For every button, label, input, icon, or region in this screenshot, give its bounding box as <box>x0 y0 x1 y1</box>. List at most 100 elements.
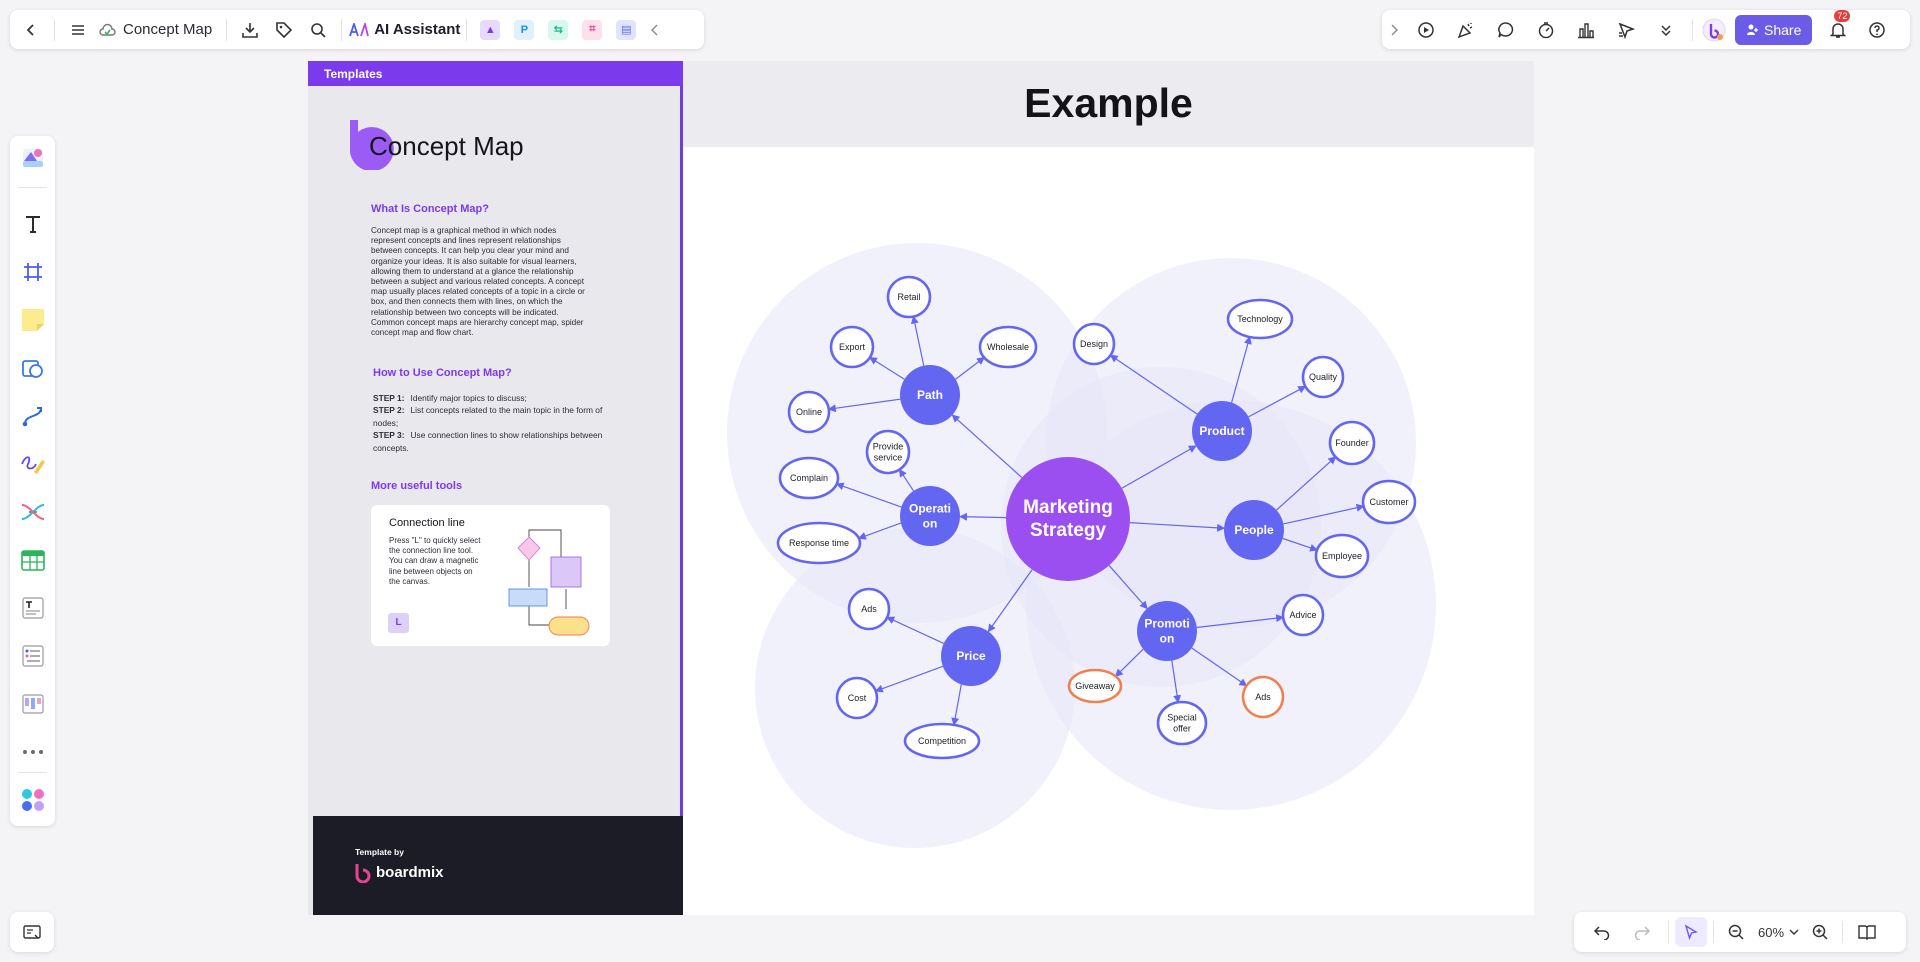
connector-product-technology[interactable] <box>1231 336 1252 403</box>
expand-chevron-icon[interactable] <box>1382 13 1406 47</box>
zoom-in-icon[interactable] <box>1804 915 1836 949</box>
download-icon[interactable] <box>233 13 267 47</box>
node-competition[interactable]: Competition <box>903 722 981 760</box>
node-complain[interactable]: Complain <box>778 456 840 500</box>
image-gen-icon[interactable]: ▲ <box>480 19 501 40</box>
node-product[interactable]: Product <box>1192 401 1252 461</box>
connector-path-retail[interactable] <box>910 315 925 366</box>
node-cost[interactable]: Cost <box>835 676 879 720</box>
pen-tool-icon[interactable] <box>17 448 49 480</box>
zoom-out-icon[interactable] <box>1720 915 1752 949</box>
node-response-time[interactable]: Response time <box>776 521 862 565</box>
document-title[interactable]: Concept Map <box>123 21 213 38</box>
list-tool-icon[interactable] <box>17 640 49 672</box>
presentation-icon[interactable]: P <box>514 19 535 40</box>
node-employee[interactable]: Employee <box>1314 533 1370 579</box>
text-tool-icon[interactable] <box>17 208 49 240</box>
node-path[interactable]: Path <box>900 365 960 425</box>
comment-icon[interactable] <box>1486 13 1526 47</box>
connector-center-people[interactable] <box>1129 522 1226 532</box>
zoom-level[interactable]: 60% <box>1758 924 1785 940</box>
connector-operation-provide_service[interactable] <box>898 468 915 492</box>
search-icon[interactable] <box>301 13 335 47</box>
connector-product-quality[interactable] <box>1248 385 1307 418</box>
laser-pointer-icon[interactable] <box>1606 13 1646 47</box>
table-tool-icon[interactable] <box>17 544 49 576</box>
connector-center-promotion[interactable] <box>1108 565 1148 610</box>
vote-icon[interactable] <box>1566 13 1606 47</box>
ai-assistant-icon[interactable] <box>348 13 370 47</box>
node-founder[interactable]: Founder <box>1328 420 1376 466</box>
connector-people-customer[interactable] <box>1283 503 1365 525</box>
book-view-icon[interactable] <box>1849 915 1885 949</box>
node-ads-price[interactable]: Ads <box>847 587 891 631</box>
node-people[interactable]: People <box>1224 500 1284 560</box>
node-retail[interactable]: Retail <box>886 275 932 319</box>
node-export[interactable]: Export <box>829 325 875 369</box>
node-ads-promo[interactable]: Ads <box>1241 675 1285 719</box>
node-advice[interactable]: Advice <box>1281 593 1325 637</box>
text-box-icon[interactable] <box>17 592 49 624</box>
flow-icon[interactable]: ⇆ <box>548 19 569 40</box>
node-online[interactable]: Online <box>787 390 831 434</box>
node-design[interactable]: Design <box>1072 322 1116 366</box>
chat-icon[interactable]: ▤ <box>616 19 637 40</box>
connector-price-competition[interactable] <box>951 684 962 726</box>
frame-tool-icon[interactable] <box>17 256 49 288</box>
template-library-icon[interactable] <box>17 141 49 173</box>
timer-icon[interactable] <box>1526 13 1566 47</box>
tag-icon[interactable] <box>267 13 301 47</box>
connector-path-wholesale[interactable] <box>955 356 985 380</box>
redo-icon[interactable] <box>1622 915 1662 949</box>
present-play-icon[interactable] <box>1406 13 1446 47</box>
mindmap-tool-icon[interactable] <box>17 496 49 528</box>
help-icon[interactable] <box>1858 13 1896 47</box>
node-customer[interactable]: Customer <box>1361 479 1417 525</box>
shape-tool-icon[interactable] <box>17 352 49 384</box>
node-giveaway[interactable]: Giveaway <box>1067 668 1123 704</box>
connector-center-operation[interactable] <box>958 512 1007 521</box>
ai-assistant-button[interactable]: AI Assistant <box>374 21 461 38</box>
connector-operation-complain[interactable] <box>835 482 902 508</box>
celebrate-icon[interactable] <box>1446 13 1486 47</box>
connector-center-product[interactable] <box>1121 445 1197 489</box>
templates-header[interactable]: Templates <box>308 61 683 86</box>
back-icon[interactable] <box>14 13 48 47</box>
node-price[interactable]: Price <box>941 626 1001 686</box>
notifications-bell-icon[interactable]: 72 <box>1818 9 1858 47</box>
apps-icon[interactable] <box>17 784 49 816</box>
undo-icon[interactable] <box>1582 915 1622 949</box>
menu-icon[interactable] <box>61 13 95 47</box>
share-button[interactable]: Share <box>1735 14 1813 45</box>
connector-people-founder[interactable] <box>1276 456 1337 511</box>
minimap-toggle-icon[interactable] <box>15 915 49 949</box>
connector-promotion-special_offer[interactable] <box>1171 660 1182 704</box>
sticky-note-icon[interactable] <box>17 304 49 336</box>
zoom-dropdown-chevron-icon[interactable] <box>1784 915 1804 949</box>
connector-path-online[interactable] <box>827 398 901 413</box>
connector-operation-response_time[interactable] <box>857 522 902 540</box>
connector-people-employee[interactable] <box>1282 537 1319 552</box>
user-avatar[interactable] <box>1699 13 1729 47</box>
connector-price-cost[interactable] <box>874 665 944 693</box>
connector-promotion-advice[interactable] <box>1196 614 1285 629</box>
node-quality[interactable]: Quality <box>1301 355 1345 399</box>
collapse-chevron-icon[interactable] <box>643 13 667 47</box>
connector-center-price[interactable] <box>987 569 1033 633</box>
connector-promotion-giveaway[interactable] <box>1114 648 1144 677</box>
kanban-tool-icon[interactable] <box>17 688 49 720</box>
node-wholesale[interactable]: Wholesale <box>978 325 1038 369</box>
node-technology[interactable]: Technology <box>1226 298 1294 340</box>
connector-line-icon[interactable] <box>17 400 49 432</box>
more-chevron-down-icon[interactable] <box>1646 13 1686 47</box>
connector-price-ads_price[interactable] <box>886 616 945 644</box>
connector-center-path[interactable] <box>951 414 1023 479</box>
mindmap-icon[interactable]: ⌗ <box>582 19 603 40</box>
connector-product-design[interactable] <box>1109 354 1198 415</box>
connector-path-export[interactable] <box>869 356 905 380</box>
